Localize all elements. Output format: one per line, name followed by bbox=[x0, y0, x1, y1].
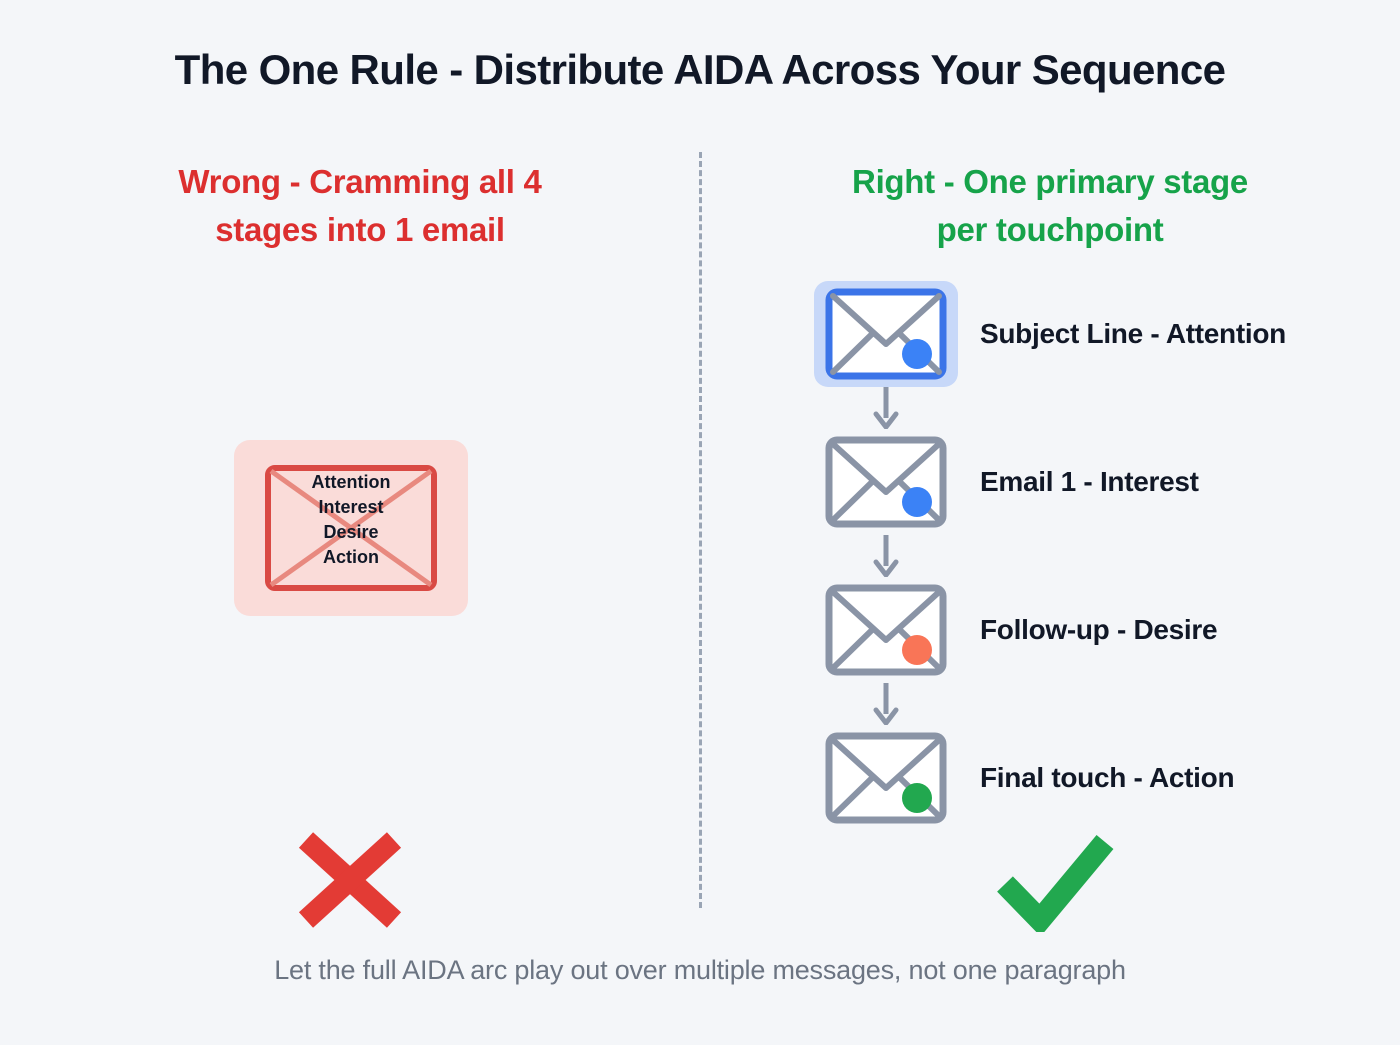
crammed-email-card bbox=[234, 440, 468, 616]
sequence-step-4[interactable]: Final touch - Action bbox=[814, 725, 1235, 831]
sequence-step-label-3: Follow-up - Desire bbox=[980, 614, 1218, 645]
page-title: The One Rule - Distribute AIDA Across Yo… bbox=[174, 46, 1226, 93]
envelope-box-4 bbox=[814, 725, 958, 831]
envelope-icon-2 bbox=[825, 436, 947, 528]
envelope-box-1 bbox=[814, 281, 958, 387]
flow-arrow-1 bbox=[873, 387, 899, 430]
crammed-stage-labels: Attention Interest Desire Action bbox=[234, 470, 468, 570]
wrong-heading-line1: Wrong - Cramming all 4 bbox=[178, 163, 542, 200]
sequence-step-label-1: Subject Line - Attention bbox=[980, 318, 1286, 349]
sequence-step-label-4: Final touch - Action bbox=[980, 762, 1235, 793]
wrong-heading-line2: stages into 1 email bbox=[215, 210, 505, 248]
sequence-step-3[interactable]: Follow-up - Desire bbox=[814, 577, 1218, 683]
column-divider bbox=[699, 152, 702, 908]
sequence-step-2[interactable]: Email 1 - Interest bbox=[814, 429, 1199, 535]
right-heading-line2: per touchpoint bbox=[936, 210, 1164, 248]
crammed-stage-label: Action bbox=[323, 547, 379, 568]
envelope-icon-3 bbox=[825, 584, 947, 676]
wrong-column-heading: Wrong - Cramming all 4 stages into 1 ema… bbox=[60, 158, 660, 254]
sequence-step-1[interactable]: Subject Line - Attention bbox=[814, 281, 1286, 387]
right-column-heading: Right - One primary stage per touchpoint bbox=[760, 158, 1340, 254]
crammed-envelope-icon bbox=[264, 464, 438, 592]
envelope-icon-4 bbox=[825, 732, 947, 824]
right-heading-line1: Right - One primary stage bbox=[852, 163, 1248, 200]
footer-caption: Let the full AIDA arc play out over mult… bbox=[274, 955, 1126, 985]
flow-arrow-2 bbox=[873, 535, 899, 578]
envelope-icon-1 bbox=[825, 288, 947, 380]
crammed-stage-label: Desire bbox=[323, 522, 379, 543]
envelope-box-3 bbox=[814, 577, 958, 683]
flow-arrow-3 bbox=[873, 683, 899, 726]
crammed-stage-label: Interest bbox=[318, 497, 384, 518]
crammed-stage-label: Attention bbox=[311, 472, 391, 492]
check-mark-icon bbox=[995, 828, 1115, 937]
cross-mark-icon bbox=[290, 828, 410, 932]
sequence-step-label-2: Email 1 - Interest bbox=[980, 466, 1199, 497]
envelope-box-2 bbox=[814, 429, 958, 535]
